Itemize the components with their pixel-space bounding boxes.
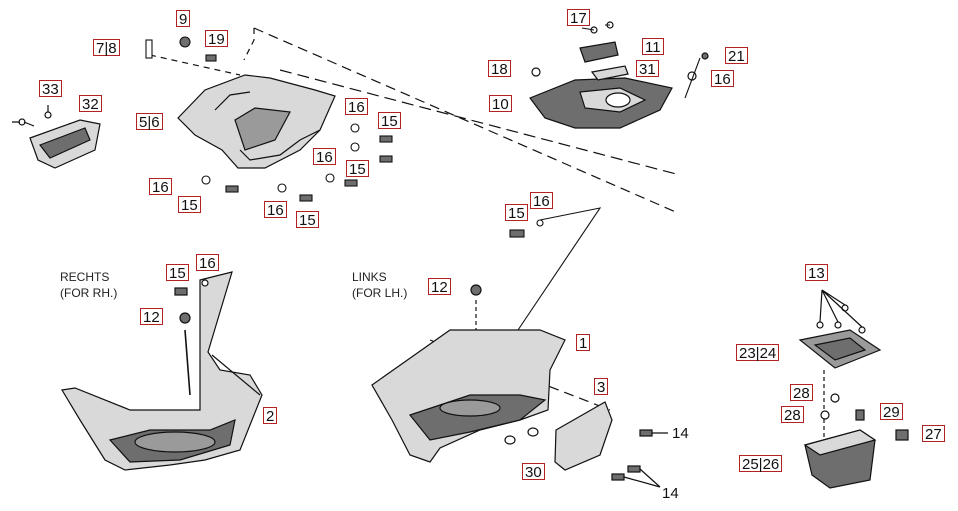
footrest-lh-part-1 (371, 284, 566, 463)
rear-fender-part-10 (529, 21, 709, 129)
callout-28-b: 28 (781, 406, 804, 424)
callout-15-f: 15 (166, 264, 189, 282)
callout-16-d: 16 (264, 201, 287, 219)
mudguard-part-3 (554, 401, 668, 488)
callout-5-6: 5|6 (136, 113, 163, 131)
callout-9: 9 (176, 10, 191, 28)
fasteners-mid-right (509, 207, 602, 331)
callout-30: 30 (522, 463, 545, 481)
dashed-leader-clip (149, 54, 241, 76)
callout-29: 29 (880, 403, 903, 421)
callout-18: 18 (488, 60, 511, 78)
caption-lh-title: LINKS (352, 270, 387, 284)
caption-rh-title: RECHTS (60, 270, 110, 284)
callout-15-b: 15 (346, 160, 369, 178)
callout-16-a: 16 (345, 98, 368, 116)
callout-33: 33 (39, 80, 62, 98)
callout-15-e: 15 (505, 204, 528, 222)
callout-16-c: 16 (149, 178, 172, 196)
callout-17: 17 (567, 9, 590, 27)
dashed-leader-short (243, 28, 255, 61)
callout-25-26: 25|26 (739, 455, 783, 473)
fasteners-upper (145, 36, 393, 202)
callout-13: 13 (805, 264, 828, 282)
callout-21: 21 (725, 47, 748, 65)
label-14-a: 14 (672, 425, 689, 442)
callout-7-8: 7|8 (93, 39, 120, 57)
callout-15-d: 15 (296, 211, 319, 229)
callout-28-a: 28 (790, 384, 813, 402)
dashed-leader-mid (279, 69, 681, 176)
dashed-leader-long (253, 27, 679, 214)
bracket-part-32 (12, 105, 101, 169)
callout-19: 19 (205, 30, 228, 48)
label-14-b: 14 (662, 485, 679, 502)
callout-1: 1 (576, 334, 591, 352)
callout-12-a: 12 (140, 308, 163, 326)
callout-16-f: 16 (530, 192, 553, 210)
callout-12-b: 12 (428, 278, 451, 296)
callout-16-b: 16 (313, 148, 336, 166)
callout-16-g: 16 (196, 254, 219, 272)
callout-27: 27 (922, 425, 945, 443)
toolbox-assembly (798, 289, 909, 489)
callout-2: 2 (263, 407, 278, 425)
callout-3: 3 (594, 378, 609, 396)
callout-31: 31 (636, 60, 659, 78)
footrest-rh-part-2 (61, 271, 263, 471)
callout-11: 11 (642, 38, 664, 56)
front-fender-part-5 (177, 74, 336, 169)
callout-32: 32 (79, 95, 102, 113)
caption-rh-sub: (FOR RH.) (60, 286, 118, 300)
caption-lh-sub: (FOR LH.) (352, 286, 408, 300)
callout-23-24: 23|24 (736, 344, 780, 362)
callout-15-c: 15 (178, 196, 201, 214)
callout-15-a: 15 (378, 112, 401, 130)
leader-12-rh (184, 329, 191, 396)
callout-16-e: 16 (711, 70, 734, 88)
callout-10: 10 (489, 95, 512, 113)
